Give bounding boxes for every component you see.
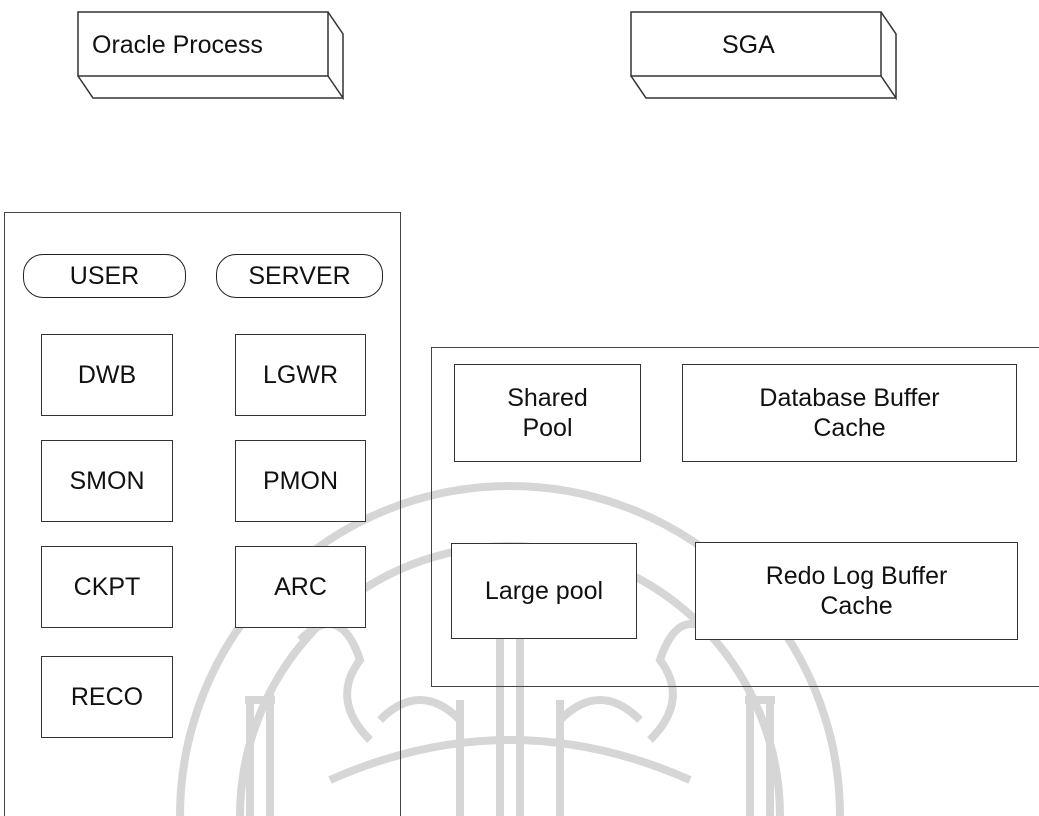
process-box-pmon: PMON bbox=[235, 440, 366, 522]
redo-log-buffer-cache-box: Redo Log Buffer Cache bbox=[695, 542, 1018, 640]
process-box-smon: SMON bbox=[41, 440, 173, 522]
process-box-arc: ARC bbox=[235, 546, 366, 628]
user-pill: USER bbox=[23, 254, 186, 298]
oracle-process-legend-label: Oracle Process bbox=[92, 31, 263, 59]
process-box-lgwr: LGWR bbox=[235, 334, 366, 416]
sga-panel bbox=[431, 347, 1039, 687]
process-box-ckpt: CKPT bbox=[41, 546, 173, 628]
server-pill: SERVER bbox=[216, 254, 383, 298]
sga-legend-label: SGA bbox=[722, 31, 775, 59]
database-buffer-cache-box: Database Buffer Cache bbox=[682, 364, 1017, 462]
large-pool-box: Large pool bbox=[451, 543, 637, 639]
process-box-reco: RECO bbox=[41, 656, 173, 738]
oracle-process-legend-shape bbox=[77, 11, 344, 101]
sga-legend-shape bbox=[630, 11, 897, 101]
process-box-dwb: DWB bbox=[41, 334, 173, 416]
shared-pool-box: Shared Pool bbox=[454, 364, 641, 462]
oracle-process-panel bbox=[4, 212, 401, 816]
